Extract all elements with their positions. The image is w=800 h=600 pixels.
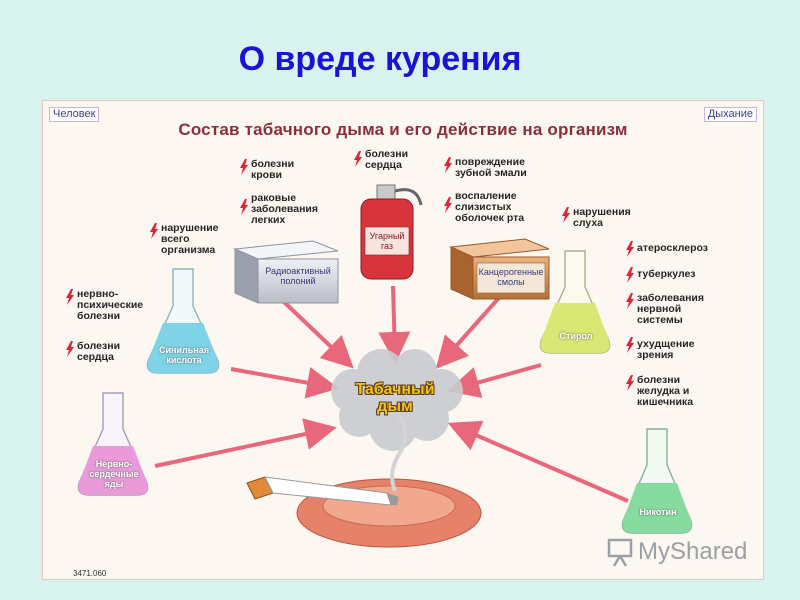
lightning-icon [240, 159, 248, 175]
arrows [154, 285, 629, 503]
arrow-co [378, 285, 411, 364]
effect-mouth: воспаление слизистых оболочек рта [455, 190, 525, 224]
effect-teeth: повреждение зубной эмали [455, 156, 527, 179]
label-co: Угарный газ [369, 231, 405, 251]
effect-vision: ухудщение зрения [637, 338, 695, 361]
lightning-icon [626, 241, 634, 257]
lightning-icon [150, 223, 158, 239]
radioactive-box [233, 240, 339, 304]
lightning-icon [444, 157, 452, 173]
effect-athero: атеросклероз [637, 242, 709, 254]
effect-tb: туберкулез [637, 268, 696, 280]
lightning-icon [626, 375, 634, 391]
arrow-nerve [154, 418, 337, 468]
effect-blood: болезни крови [251, 158, 295, 181]
smoke-cloud [331, 349, 463, 451]
label-styrene: Стирол [559, 331, 593, 341]
slide-title: О вреде курения [238, 40, 522, 78]
poster-graphics [77, 184, 693, 548]
effect-body: нарушение всего организма [161, 222, 219, 256]
effect-hearing: нарушения слуха [573, 206, 631, 229]
arrow-nicotine [447, 420, 629, 503]
co-cylinder [360, 184, 423, 280]
flask-hcn [146, 268, 220, 374]
effect-nervous: заболевания нервной системы [637, 292, 705, 326]
arrow-styrene [447, 363, 542, 398]
effect-heart-left: болезни сердца [77, 340, 121, 363]
poster-code: 3471.060 [73, 569, 107, 578]
label-nerve: Нервно- сердечные яды [89, 459, 139, 489]
poster-title: Состав табачного дыма и его действие на … [178, 120, 628, 139]
arrow-radioactive [281, 299, 354, 369]
lightning-icon [66, 289, 74, 305]
carcinogen-box [449, 238, 550, 300]
arrow-carcinogens [435, 289, 507, 369]
label-radioactive: Радиоактивный полоний [265, 266, 331, 286]
effect-heart-top: болезни сердца [365, 148, 409, 171]
arrow-hcn [230, 367, 339, 399]
lightning-icon [626, 293, 634, 309]
label-carcinogens: Канцерогенные смолы [478, 267, 544, 287]
effect-psych: нервно- психические болезни [77, 288, 144, 322]
lightning-icon [626, 337, 634, 353]
flask-nicotine [621, 428, 693, 534]
effect-lungs: раковые заболевания легких [251, 192, 319, 226]
smoke-trail [390, 413, 408, 492]
watermark: MyShared [606, 534, 747, 570]
lightning-icon [562, 207, 570, 223]
poster: Человек Дыхание Состав табачного дыма и … [42, 100, 764, 580]
flask-nerve [77, 392, 149, 496]
lightning-icon [240, 199, 248, 215]
effect-stomach: болезни желудка и кишечника [637, 374, 694, 408]
flask-styrene [539, 250, 611, 354]
lightning-icon [354, 151, 362, 167]
easel-icon [607, 538, 633, 567]
tag-breathing: Дыхание [703, 107, 757, 122]
label-nicotine: Никотин [639, 507, 677, 517]
label-tobacco-smoke: Табачный дым [355, 381, 435, 415]
cigarette [246, 476, 399, 506]
lightning-icon [444, 197, 452, 213]
label-hcn: Синильная кислота [159, 345, 209, 365]
lightning-icon [626, 267, 634, 283]
lightning-icon [66, 341, 74, 357]
tag-human: Человек [49, 107, 100, 122]
watermark-text: MyShared [638, 538, 748, 565]
